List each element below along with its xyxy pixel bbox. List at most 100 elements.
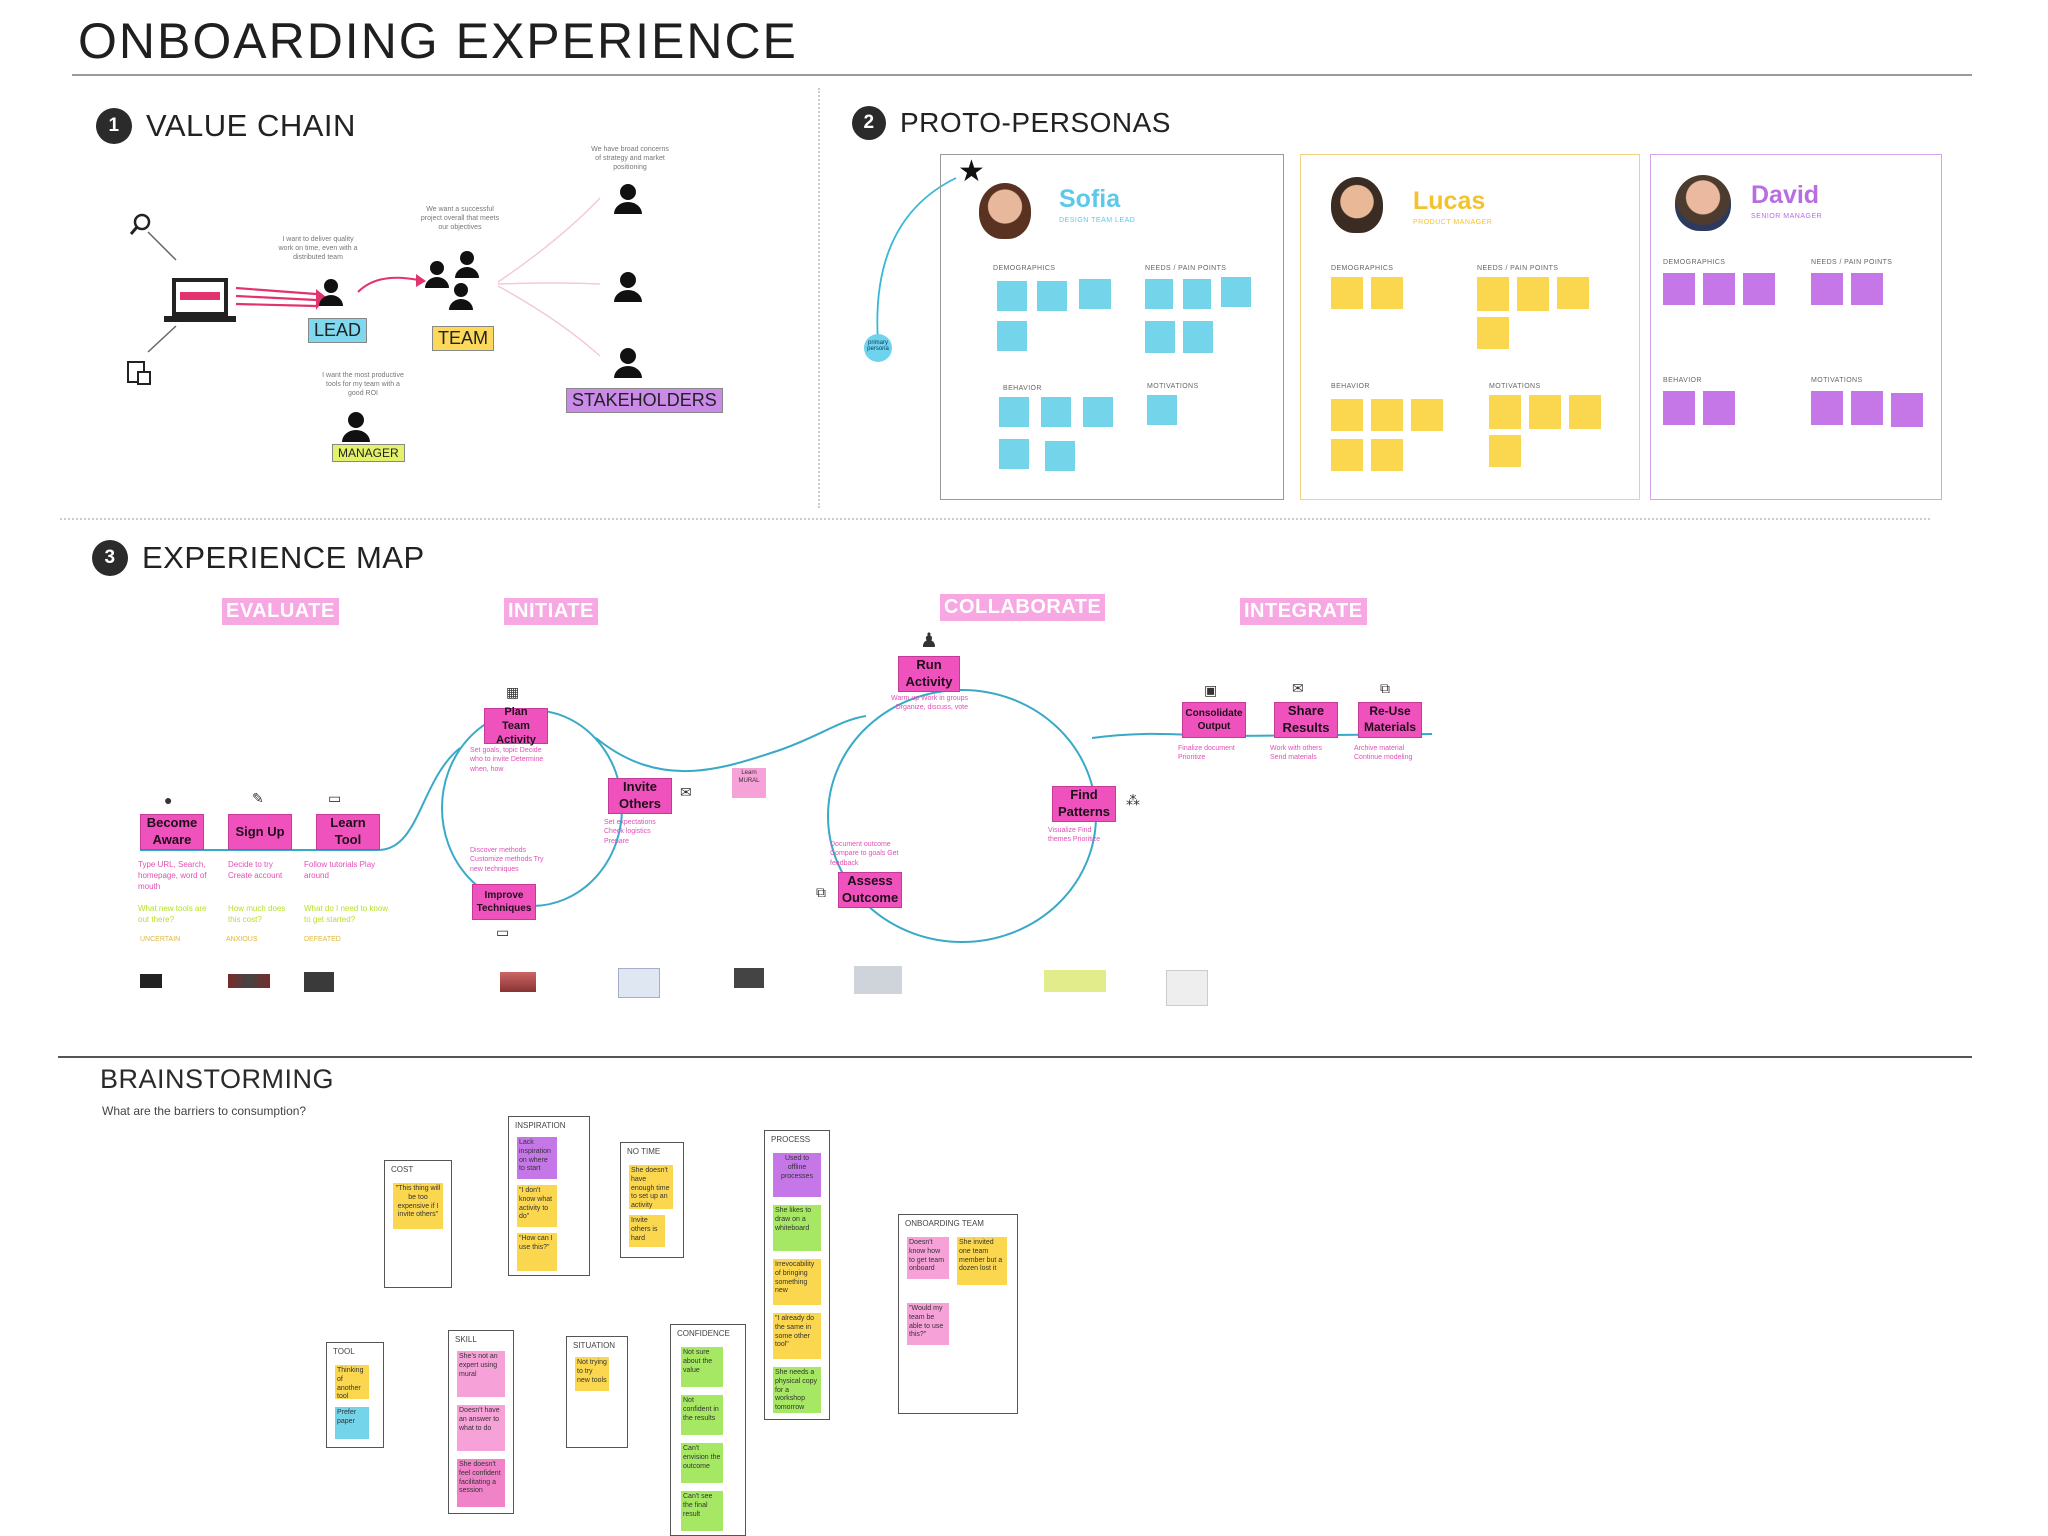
sticky-note [1489, 395, 1521, 429]
persona-card-david[interactable]: David SENIOR MANAGER DEMOGRAPHICS NEEDS … [1650, 154, 1942, 500]
brainstorm-column-no-time[interactable]: NO TIME She doesn't have enough time to … [620, 1142, 684, 1258]
section-title: EXPERIENCE MAP [142, 540, 425, 575]
column-header: COST [391, 1165, 414, 1174]
sticky-note [1079, 279, 1111, 309]
step-re-use-materials[interactable]: Re-Use Materials [1358, 702, 1422, 738]
sticky-note [1477, 317, 1509, 349]
sticky-note: Prefer paper [335, 1407, 369, 1439]
persona-card-sofia[interactable]: Sofia DESIGN TEAM LEAD DEMOGRAPHICS NEED… [940, 154, 1284, 500]
team-quote: We want a successful project overall tha… [420, 206, 500, 231]
sticky-note [1183, 279, 1211, 309]
step-plan-team-activity[interactable]: Plan Team Activity [484, 706, 548, 746]
brainstorm-column-situation[interactable]: SITUATION Not trying to try new tools [566, 1336, 628, 1448]
section-title: VALUE CHAIN [146, 108, 356, 143]
motivations-label: MOTIVATIONS [1147, 383, 1199, 390]
step-become-aware[interactable]: Become Aware [140, 814, 204, 850]
lead-label: LEAD [308, 318, 368, 343]
section-experience-map: 3 EXPERIENCE MAP [92, 540, 425, 576]
brainstorm-column-cost[interactable]: COST "This thing will be too expensive i… [384, 1160, 452, 1288]
sticky-note: "Would my team be able to use this?" [907, 1303, 949, 1345]
stakeholders-label: STAKEHOLDERS [566, 388, 723, 413]
sticky-note [1145, 321, 1175, 353]
screenshot-thumbnail [618, 968, 660, 998]
section-number: 3 [92, 540, 128, 576]
team-person-icon [449, 283, 473, 310]
step-find-patterns[interactable]: Find Patterns [1052, 786, 1116, 822]
sticky-note [997, 321, 1027, 351]
sticky-note: Not confident in the results [681, 1395, 723, 1435]
sticky-note [1811, 391, 1843, 425]
step-learn-tool[interactable]: Learn Tool [316, 814, 380, 850]
title-underline [72, 74, 1972, 76]
mail-icon: ✉ [680, 784, 692, 800]
brainstorm-column-skill[interactable]: SKILL She's not an expert using mural Do… [448, 1330, 514, 1514]
section-proto-personas: 2 PROTO-PERSONAS [852, 106, 1171, 140]
sticky-note [1331, 399, 1363, 431]
step-improve-techniques[interactable]: Improve Techniques [472, 884, 536, 920]
sticky-note: "I don't know what activity to do" [517, 1185, 557, 1227]
column-header: CONFIDENCE [677, 1329, 730, 1338]
persona-role: SENIOR MANAGER [1751, 213, 1823, 220]
brainstorm-column-process[interactable]: PROCESS Used to offline processes She li… [764, 1130, 830, 1420]
sticky-note [1529, 395, 1561, 429]
persona-name: Sofia [1059, 185, 1121, 213]
persona-name: David [1751, 181, 1820, 209]
journey-path [140, 689, 1433, 943]
vertical-dotted-divider [818, 88, 820, 508]
sticky-note [999, 397, 1029, 427]
screenshot-thumbnail [140, 974, 162, 988]
brainstorm-column-inspiration[interactable]: INSPIRATION Lack inspiration on where to… [508, 1116, 590, 1276]
step-share-results[interactable]: Share Results [1274, 702, 1338, 738]
sticky-note [1663, 391, 1695, 425]
emotion-label: UNCERTAIN [140, 936, 181, 943]
phase-integrate: INTEGRATE [1240, 598, 1367, 625]
hierarchy-icon: ⁂ [1126, 792, 1140, 808]
sticky-note: Doesn't know how to get team onboard [907, 1237, 949, 1279]
avatar [1675, 175, 1731, 231]
column-header: PROCESS [771, 1135, 811, 1144]
emotion-label: ANXIOUS [226, 936, 258, 943]
star-icon: ★ [958, 155, 985, 188]
persona-name: Lucas [1413, 187, 1486, 215]
section-title: PROTO-PERSONAS [900, 107, 1171, 138]
screenshot-thumbnail [500, 972, 536, 992]
step-note: Document outcome Compare to goals Get fe… [830, 841, 899, 867]
column-header: INSPIRATION [515, 1121, 566, 1130]
brainstorm-column-confidence[interactable]: CONFIDENCE Not sure about the value Not … [670, 1324, 746, 1536]
sticky-note: Irrevocability of bringing something new [773, 1259, 821, 1305]
sticky-note: Invite others is hard [629, 1215, 665, 1247]
step-question: How much does this cost? [228, 904, 286, 924]
manager-label: MANAGER [332, 444, 405, 462]
step-question: What do I need to know to get started? [304, 904, 389, 924]
step-consolidate-output[interactable]: Consolidate Output [1182, 702, 1246, 738]
sticky-note [1183, 321, 1213, 353]
behavior-label: BEHAVIOR [1331, 383, 1370, 390]
brainstorm-column-onboarding-team[interactable]: ONBOARDING TEAM Doesn't know how to get … [898, 1214, 1018, 1414]
sticky-note [1477, 277, 1509, 311]
phase-initiate: INITIATE [504, 598, 598, 625]
section-number: 1 [96, 108, 132, 144]
sticky-note [1331, 439, 1363, 471]
team-person-icon [455, 251, 479, 278]
step-run-activity[interactable]: Run Activity [898, 656, 960, 692]
sticky-note [1041, 397, 1071, 427]
step-sign-up[interactable]: Sign Up [228, 814, 292, 850]
persona-card-lucas[interactable]: Lucas PRODUCT MANAGER DEMOGRAPHICS NEEDS… [1300, 154, 1640, 500]
sticky-note [1147, 395, 1177, 425]
step-note: Follow tutorials Play around [304, 860, 376, 880]
primary-persona-label: primary persona [867, 340, 889, 352]
image-icon: ▣ [1204, 682, 1218, 698]
screenshot-thumbnail [228, 974, 270, 988]
sticky-note [1811, 273, 1843, 305]
mail-icon: ✉ [1292, 680, 1304, 696]
avatar [1331, 177, 1383, 233]
phase-collaborate: COLLABORATE [940, 594, 1106, 621]
sticky-note [1371, 399, 1403, 431]
sticky-note [999, 439, 1029, 469]
brainstorm-column-tool[interactable]: TOOL Thinking of another tool Prefer pap… [326, 1342, 384, 1448]
step-note: Set expectations Check logistics Prepare [604, 819, 656, 845]
step-assess-outcome[interactable]: Assess Outcome [838, 872, 902, 908]
sticky-note: Can't see the final result [681, 1491, 723, 1531]
manager-quote: I want the most productive tools for my … [322, 372, 404, 397]
step-invite-others[interactable]: Invite Others [608, 778, 672, 814]
